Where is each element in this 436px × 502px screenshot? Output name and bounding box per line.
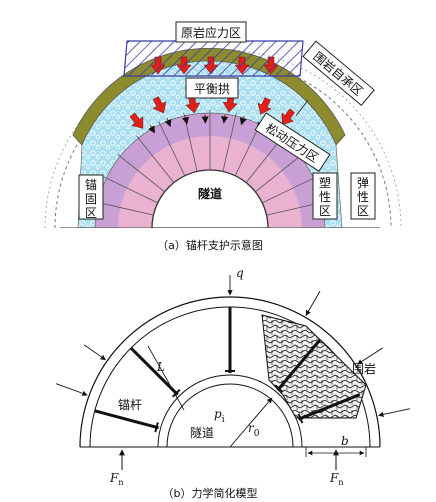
balance-arch-box bbox=[185, 77, 239, 99]
pressure-arrow bbox=[152, 96, 167, 114]
rod-plate bbox=[154, 422, 159, 433]
fn-left-symbol: F bbox=[109, 471, 119, 485]
plastic-zone-box bbox=[312, 172, 338, 220]
caption-a: （a）锚杆支护示意图 bbox=[157, 238, 263, 252]
plastic-zone-line-2: 性 bbox=[319, 190, 331, 204]
self-bearing-leader bbox=[295, 99, 309, 117]
plastic-boundary bbox=[44, 49, 402, 228]
fn-right-subscript: n bbox=[338, 478, 343, 487]
pressure-arrow-shape bbox=[152, 96, 167, 114]
anchor-rods-b bbox=[94, 307, 361, 433]
tunnel-label-a: 隧道 bbox=[198, 186, 222, 201]
anchor-rod-b bbox=[298, 393, 361, 421]
elastic-zone-line-3: 区 bbox=[357, 204, 369, 218]
anchor-zone-line-1: 锚 bbox=[85, 177, 97, 192]
original-rock-zone-box bbox=[175, 21, 247, 43]
load-arrow bbox=[56, 383, 88, 396]
surrounding-rock-block bbox=[261, 314, 367, 419]
pressure-arrow-shape bbox=[257, 97, 272, 115]
small-pressure-arrow bbox=[239, 115, 247, 126]
anchor-zone-box bbox=[78, 174, 104, 220]
elastic-zone-line-1: 弹 bbox=[357, 176, 369, 190]
anchor-rod-b bbox=[276, 338, 322, 392]
anchor-rod-a bbox=[262, 176, 317, 204]
anchor-rod-a bbox=[158, 121, 186, 176]
pressure-arrow bbox=[257, 97, 272, 115]
anchor-rod-b bbox=[94, 409, 159, 430]
balance-arch-label: 平衡拱 bbox=[194, 82, 230, 96]
pressure-arrow bbox=[281, 108, 295, 125]
load-arrow bbox=[83, 344, 106, 361]
anchor-rods-a bbox=[92, 110, 328, 228]
L-label: L bbox=[156, 360, 165, 374]
elastic-zone-line-2: 性 bbox=[357, 190, 369, 204]
pressure-arrow bbox=[129, 112, 144, 129]
figure-b: q L pi r0 b Fn Fn 锚杆 隧道 围岩 bbox=[56, 266, 411, 487]
fn-right-symbol: F bbox=[329, 471, 339, 485]
radius-line bbox=[229, 397, 273, 448]
tunnel-label-b: 隧道 bbox=[190, 425, 214, 440]
anchor-zone-ring bbox=[118, 136, 302, 228]
rod-plate bbox=[297, 413, 304, 424]
caption-b: （b）力学简化模型 bbox=[163, 486, 258, 500]
plastic-zone-line-3: 区 bbox=[319, 204, 331, 218]
fn-left-subscript: n bbox=[118, 478, 123, 487]
anchor-rod-b bbox=[129, 346, 179, 396]
r-label: r0 bbox=[248, 421, 260, 439]
pressure-arrow-shape bbox=[281, 108, 295, 125]
anchor-rod-a bbox=[117, 154, 165, 193]
lining-inner bbox=[166, 383, 294, 448]
b-label: b bbox=[341, 434, 349, 448]
self-bearing-zone-label: 围岩自承区 bbox=[311, 49, 367, 99]
anchor-zone-line-3: 区 bbox=[85, 206, 97, 220]
anchor-rod-label: 锚杆 bbox=[118, 397, 142, 412]
r-subscript: 0 bbox=[254, 429, 260, 439]
anchor-zone-line-2: 固 bbox=[85, 192, 97, 206]
rod-plate bbox=[172, 389, 181, 398]
anchor-rod-a bbox=[136, 135, 175, 183]
anchor-rod-a bbox=[103, 176, 158, 204]
load-arrow bbox=[378, 408, 411, 418]
p-subscript: i bbox=[222, 415, 225, 425]
rod-plate bbox=[274, 384, 284, 393]
p-label: pi bbox=[214, 407, 225, 425]
small-pressure-arrow bbox=[164, 117, 172, 128]
original-rock-zone-label: 原岩应力区 bbox=[181, 25, 241, 40]
self-bearing-zone-box bbox=[302, 40, 375, 107]
anchor-rod-a bbox=[255, 154, 303, 193]
r-symbol: r bbox=[248, 421, 255, 435]
load-arrows bbox=[56, 275, 411, 418]
original-rock-stress-box bbox=[123, 40, 304, 77]
q-label: q bbox=[236, 266, 244, 280]
pressure-arrow-shape bbox=[129, 112, 144, 129]
small-pressure-arrow bbox=[221, 113, 229, 124]
fn-left-label: Fn bbox=[109, 471, 123, 487]
p-symbol: p bbox=[214, 407, 222, 421]
small-pressure-arrow bbox=[148, 124, 156, 134]
figure-a: 原岩应力区 平衡拱 围岩自承区 松动压力区 锚 固 区 塑 性 区 弹 性 区 … bbox=[44, 21, 402, 228]
tunnel-opening bbox=[151, 169, 269, 228]
anchor-rod-a bbox=[222, 112, 237, 172]
small-pressure-arrow bbox=[182, 114, 190, 125]
plastic-zone-line-1: 塑 bbox=[319, 175, 331, 190]
load-arrow bbox=[357, 347, 383, 365]
elastic-boundary bbox=[54, 59, 392, 228]
elastic-zone-box bbox=[350, 172, 376, 220]
surrounding-rock-label: 围岩 bbox=[352, 361, 376, 376]
outer-ring-outer bbox=[79, 296, 381, 448]
length-dimension bbox=[147, 345, 185, 411]
fn-right-label: Fn bbox=[329, 471, 343, 487]
loose-pressure-zone-box bbox=[254, 112, 331, 172]
anchor-rod-a bbox=[94, 201, 154, 216]
load-arrow bbox=[305, 290, 321, 316]
